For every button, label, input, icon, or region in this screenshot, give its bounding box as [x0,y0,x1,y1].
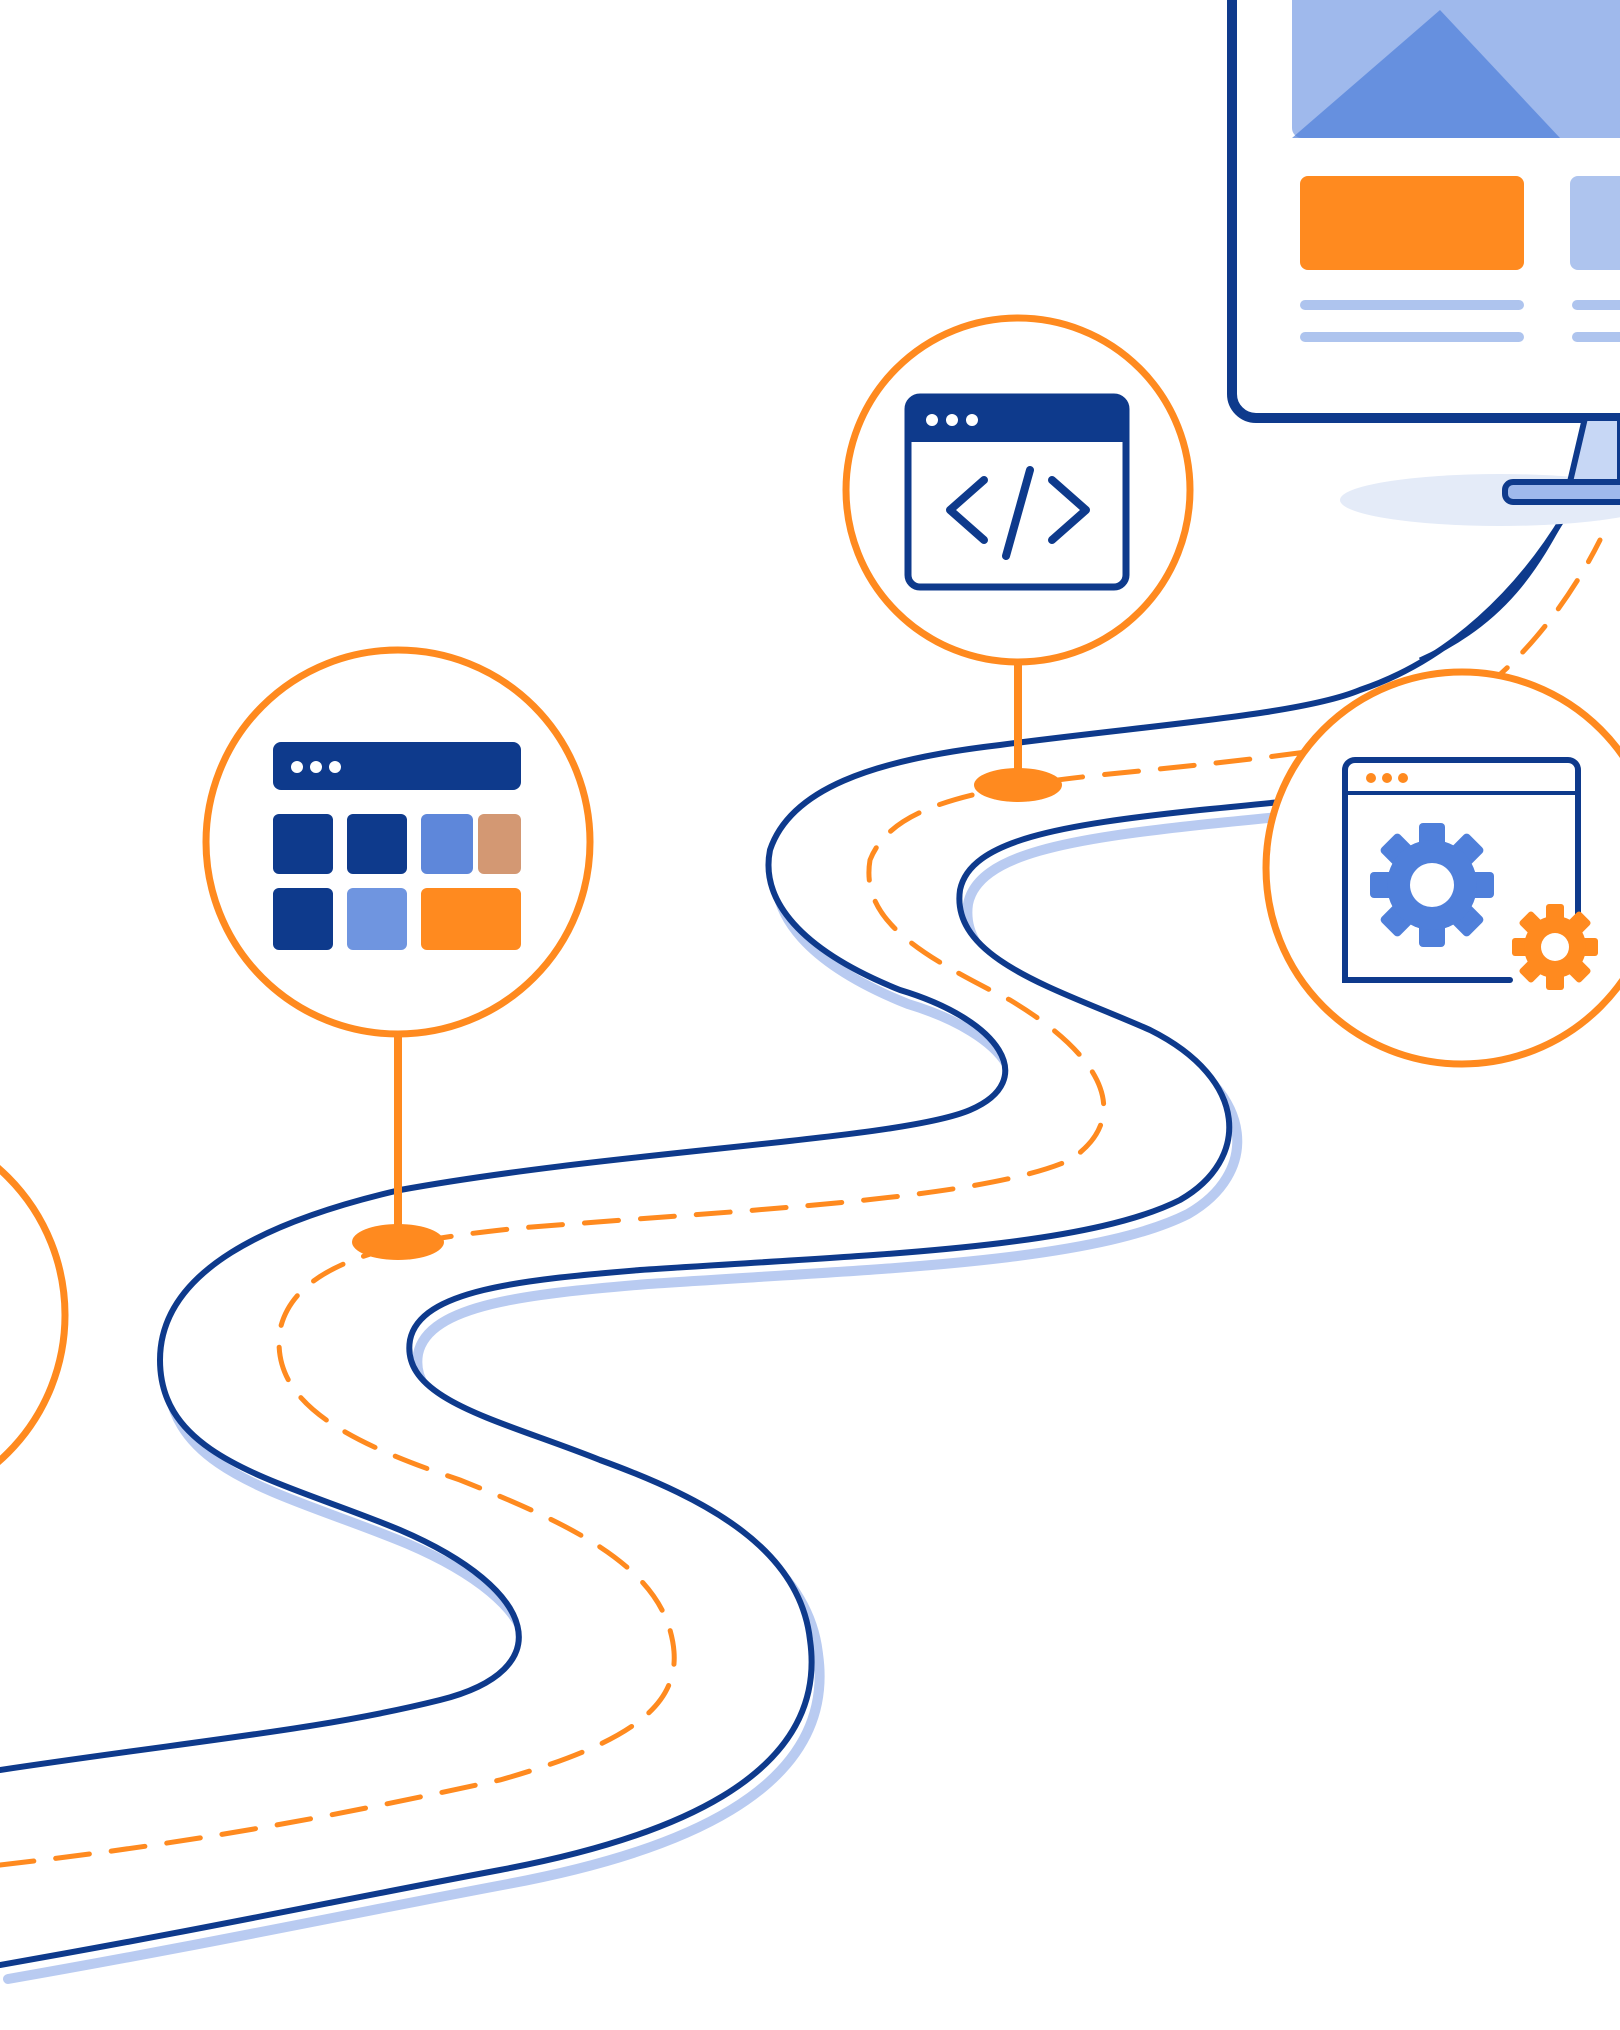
grid-cell-6 [347,888,407,950]
desktop-monitor-icon [1227,0,1620,526]
monitor-text-line-3 [1572,300,1620,310]
monitor-text-line-4 [1572,332,1620,342]
code-window-icon [904,393,1130,591]
gear-window-icon [1342,757,1598,990]
monitor-text-line-2 [1300,332,1524,342]
grid-titlebar [273,742,521,790]
code-slash [1002,466,1034,560]
gear-small-icon [1512,904,1598,990]
monitor-side-block [1570,176,1620,270]
road-surface [0,515,1620,1965]
grid-cell-2 [347,814,407,874]
road [0,503,1620,1984]
grid-cell-7 [421,888,521,950]
code-dot-2 [946,414,958,426]
code-milestone [842,314,1194,802]
gear-large-icon [1370,823,1494,947]
gear-dot-3 [1398,773,1408,783]
grid-cell-4 [478,814,521,874]
monitor-cable [1418,503,1573,663]
code-milestone-pin [974,768,1062,802]
layout-grid-milestone-pin [352,1224,444,1260]
code-dot-1 [926,414,938,426]
grid-cell-3 [421,814,473,874]
grid-dot-3 [329,761,341,773]
grid-dot-1 [291,761,303,773]
code-window-titlebar [908,397,1126,442]
monitor-text-line-1 [1300,300,1524,310]
gear-window-frame [1342,757,1581,983]
monitor-cta-block [1300,176,1524,270]
grid-cell-5 [273,888,333,950]
monitor-base [1502,479,1620,505]
road-edge-right [0,787,1423,1968]
gear-dot-2 [1382,773,1392,783]
monitor-stand [1566,415,1620,485]
gear-dot-1 [1366,773,1376,783]
code-bracket-left [946,476,988,544]
settings-milestone [1262,668,1620,1068]
grid-dot-2 [310,761,322,773]
code-dot-3 [966,414,978,426]
offscreen-milestone-ring [0,1165,69,1465]
code-bracket-right [1048,476,1090,544]
offscreen-milestone [0,1165,69,1465]
layout-grid-milestone [202,646,594,1260]
grid-layout-icon [273,742,521,950]
road-edge-left [0,512,1568,1773]
road-center-line [0,537,1603,1868]
monitor-hero-mountain [1292,10,1560,138]
grid-cell-1 [273,814,333,874]
